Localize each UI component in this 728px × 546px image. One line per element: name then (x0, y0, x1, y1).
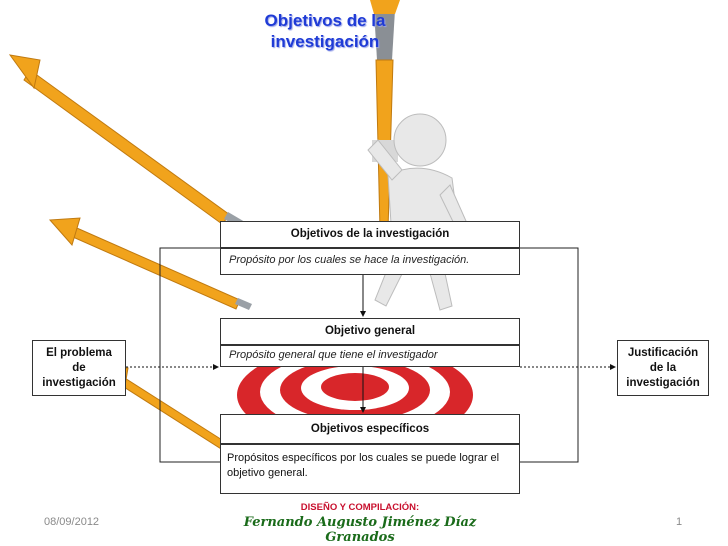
especificos-header: Objetivos específicos (310, 423, 430, 435)
author-name: Fernando Augusto Jiménez Díaz Granados (243, 515, 477, 545)
especificos-desc-box: Propósitos específicos por los cuales se… (220, 444, 520, 494)
page-number: 1 (676, 516, 683, 528)
general-header: Objetivo general (324, 325, 416, 337)
problema-box: El problema de investigación (32, 340, 126, 396)
justificacion-box: Justificación de la investigación (617, 340, 709, 396)
general-header-box: Objetivo general (220, 318, 520, 345)
general-desc-box: Propósito general que tiene el investiga… (220, 345, 520, 367)
general-desc: Propósito general que tiene el investiga… (229, 349, 438, 361)
justificacion-label: Justificación de la investigación (626, 346, 700, 389)
problema-label: El problema de investigación (42, 346, 116, 389)
dart-icon (8, 54, 241, 453)
page-title: Objetivos de la investigación (264, 11, 386, 51)
objetivos-header: Objetivos de la investigación (290, 228, 450, 240)
objetivos-desc: Propósito por los cuales se hace la inve… (229, 254, 470, 266)
especificos-header-box: Objetivos específicos (220, 414, 520, 444)
credit-label: DISEÑO Y COMPILACIÓN: (300, 502, 420, 513)
objetivos-desc-box: Propósito por los cuales se hace la inve… (220, 248, 520, 275)
footer-date: 08/09/2012 (44, 516, 100, 528)
especificos-desc: Propósitos específicos por los cuales se… (227, 452, 500, 479)
objetivos-header-box: Objetivos de la investigación (220, 221, 520, 248)
